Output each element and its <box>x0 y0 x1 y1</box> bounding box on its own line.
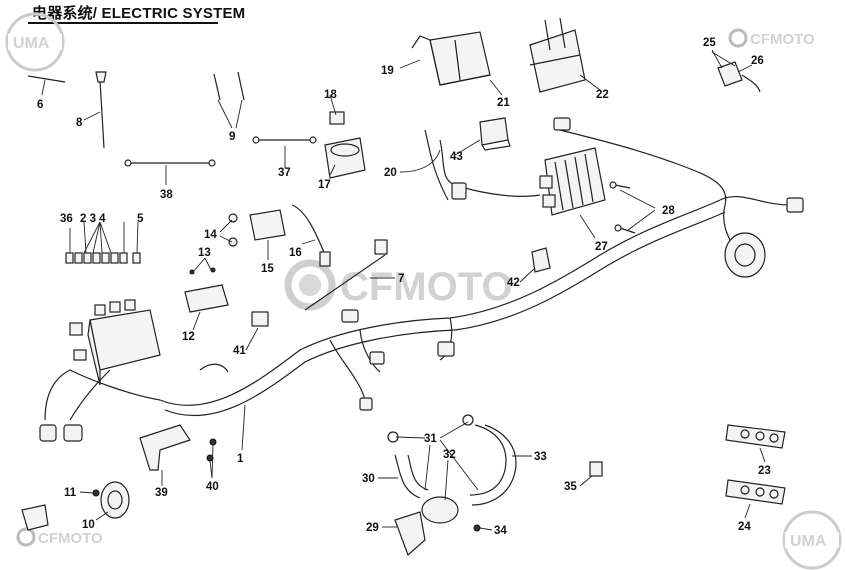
callout-33: 33 <box>534 451 547 463</box>
cable-strap <box>27 75 66 83</box>
uma-logo-text: UMA <box>790 533 827 550</box>
flasher-relay <box>251 311 269 327</box>
uma-logo-top-left: UMA <box>5 12 65 72</box>
callout-12: 12 <box>182 331 195 343</box>
callout-10: 10 <box>82 519 95 531</box>
ignition-coil <box>228 209 286 247</box>
callout-15: 15 <box>261 263 274 275</box>
fuse-row <box>65 252 141 264</box>
fuse-box-assembly <box>65 252 161 386</box>
callout-2-3-4: 2 3 4 <box>80 213 106 225</box>
callout-23: 23 <box>758 465 771 477</box>
water-pump-assembly <box>387 414 517 557</box>
callout-34: 34 <box>494 525 507 537</box>
cfmoto-watermark-center: CFMOTO <box>284 259 513 311</box>
small-switch <box>589 461 603 477</box>
bolts <box>609 181 636 234</box>
diode-pack-lower <box>725 479 786 505</box>
callout-21: 21 <box>497 97 510 109</box>
callout-1: 1 <box>237 453 244 465</box>
starter-relay <box>324 111 366 179</box>
harness-connectors <box>39 117 804 442</box>
callout-37: 37 <box>278 167 291 179</box>
callout-16: 16 <box>289 247 302 259</box>
leader-lines <box>41 49 766 531</box>
cfmoto-watermark-bottom-left: CFMOTO <box>16 527 103 547</box>
callout-6: 6 <box>37 99 43 111</box>
callout-39: 39 <box>155 487 168 499</box>
regulator-rectifier <box>539 147 606 216</box>
battery-holder <box>529 17 586 93</box>
callout-14: 14 <box>204 229 217 241</box>
uma-logo-bottom-right: UMA <box>782 510 842 570</box>
callout-41: 41 <box>233 345 246 357</box>
callout-24: 24 <box>738 521 751 533</box>
callout-5: 5 <box>137 213 144 225</box>
callout-43: 43 <box>450 151 463 163</box>
small-bracket <box>21 504 49 531</box>
spark-plug-cap <box>291 204 331 267</box>
round-sensor <box>724 232 766 278</box>
callout-38: 38 <box>160 189 173 201</box>
callout-30: 30 <box>362 473 375 485</box>
callout-9: 9 <box>229 131 235 143</box>
callout-17: 17 <box>318 179 331 191</box>
callout-42: 42 <box>507 277 520 289</box>
callout-36: 36 <box>60 213 73 225</box>
callout-32: 32 <box>443 449 456 461</box>
callout-26: 26 <box>751 55 764 67</box>
callout-18: 18 <box>324 89 337 101</box>
cfmoto-watermark-text: CFMOTO <box>340 265 513 309</box>
speed-sensor <box>717 61 761 93</box>
callout-7: 7 <box>398 273 404 285</box>
callout-40: 40 <box>206 481 219 493</box>
horn <box>92 481 130 519</box>
callout-28: 28 <box>662 205 675 217</box>
sensor-connector <box>531 247 551 273</box>
battery-cable <box>124 159 216 167</box>
mounting-bracket <box>139 424 217 471</box>
battery <box>411 31 491 86</box>
callout-27: 27 <box>595 241 608 253</box>
title-underline <box>28 22 218 24</box>
callout-13: 13 <box>198 247 211 259</box>
callout-19: 19 <box>381 65 394 77</box>
callout-29: 29 <box>366 522 379 534</box>
callout-25: 25 <box>703 37 716 49</box>
callout-8: 8 <box>76 117 83 129</box>
part-callouts: 1 5 6 7 8 9 10 11 12 13 14 15 16 17 18 1… <box>37 37 771 537</box>
cfmoto-watermark-text-small: CFMOTO <box>38 530 103 547</box>
ground-cable <box>252 136 317 144</box>
callout-31: 31 <box>424 433 437 445</box>
callout-22: 22 <box>596 89 609 101</box>
diode-pack-upper <box>725 424 786 449</box>
cfmoto-watermark-top-right: CFMOTO <box>728 28 815 48</box>
ecu-module <box>184 267 229 313</box>
long-cable-tie <box>304 239 388 311</box>
callout-35: 35 <box>564 481 577 493</box>
callout-11: 11 <box>64 487 77 499</box>
callout-20: 20 <box>384 167 397 179</box>
uma-logo-text: UMA <box>13 35 50 52</box>
relay <box>479 117 511 151</box>
page-title: 电器系统/ ELECTRIC SYSTEM <box>32 5 246 22</box>
cable-clips <box>213 71 245 101</box>
cable-tie <box>95 71 107 149</box>
cfmoto-watermark-text-small: CFMOTO <box>750 31 815 48</box>
